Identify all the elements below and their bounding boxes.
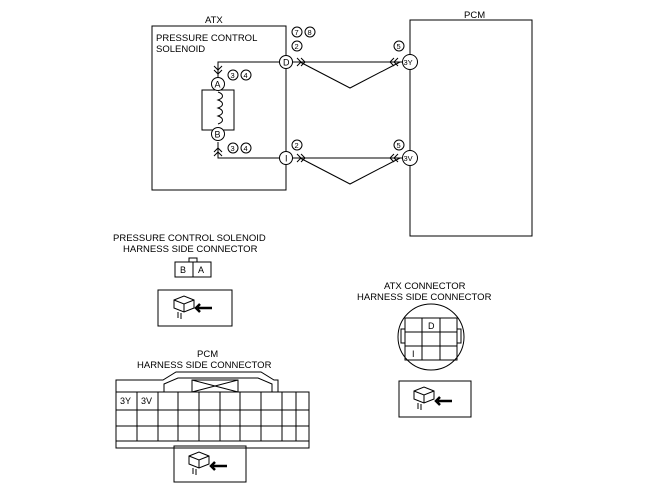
atx-pin-d: D bbox=[428, 321, 435, 331]
atx-unit: ATX PRESSURE CONTROL SOLENOID 7 8 2 2 D … bbox=[151, 15, 316, 191]
terminal-3y: 3Y bbox=[402, 54, 418, 70]
svg-text:4: 4 bbox=[244, 71, 248, 80]
solenoid-harness-connector: PRESSURE CONTROL SOLENOID HARNESS SIDE C… bbox=[113, 233, 266, 327]
pcm-unit: PCM 3Y 3V 5 5 bbox=[393, 10, 533, 237]
svg-text:8: 8 bbox=[308, 28, 312, 37]
step-ref-coil-b-4: 4 bbox=[240, 142, 252, 154]
svg-text:B: B bbox=[215, 130, 221, 140]
svg-text:3: 3 bbox=[231, 71, 235, 80]
svg-text:5: 5 bbox=[397, 141, 401, 150]
atx-pin-i: I bbox=[412, 349, 415, 359]
svg-text:I: I bbox=[285, 154, 288, 164]
svg-text:A: A bbox=[215, 80, 221, 90]
probe-view-icon bbox=[173, 445, 247, 483]
step-ref-7: 7 bbox=[291, 26, 303, 38]
pcm-harness-connector: PCM HARNESS SIDE CONNECTOR 3Y 3V bbox=[115, 349, 310, 483]
step-ref-3y: 5 bbox=[393, 40, 405, 52]
step-ref-8: 8 bbox=[304, 26, 316, 38]
svg-text:3: 3 bbox=[231, 144, 235, 153]
terminal-d: D bbox=[279, 55, 293, 69]
atx-connector-title-line2: HARNESS SIDE CONNECTOR bbox=[357, 292, 492, 303]
solenoid-connector-title-line2: HARNESS SIDE CONNECTOR bbox=[123, 244, 258, 255]
coil-terminal-b: B bbox=[211, 127, 225, 141]
step-ref-coil-a-3: 3 bbox=[227, 69, 239, 81]
step-ref-i: 2 bbox=[291, 139, 303, 151]
svg-text:3V: 3V bbox=[404, 154, 413, 163]
step-ref-coil-b-3: 3 bbox=[227, 142, 239, 154]
atx-connector-title-line1: ATX CONNECTOR bbox=[384, 281, 466, 292]
svg-text:D: D bbox=[283, 58, 290, 68]
solenoid-pin-b: B bbox=[180, 265, 186, 275]
pcm-label: PCM bbox=[464, 10, 485, 21]
solenoid-label-line1: PRESSURE CONTROL bbox=[156, 33, 257, 44]
pcm-pin-3v: 3V bbox=[141, 396, 152, 406]
terminal-i: I bbox=[279, 151, 293, 165]
probe-view-icon bbox=[398, 380, 472, 418]
solenoid-connector-title-line1: PRESSURE CONTROL SOLENOID bbox=[113, 233, 266, 244]
pcm-connector-title-line1: PCM bbox=[197, 349, 218, 360]
atx-connector-face-outline bbox=[397, 303, 465, 371]
solenoid-pin-a: A bbox=[198, 265, 204, 275]
atx-harness-connector: ATX CONNECTOR HARNESS SIDE CONNECTOR D I bbox=[357, 281, 492, 418]
solenoid-label-line2: SOLENOID bbox=[156, 44, 205, 55]
pcm-pin-3y: 3Y bbox=[120, 396, 131, 406]
pcm-box-outline bbox=[409, 19, 533, 237]
svg-text:2: 2 bbox=[295, 141, 299, 150]
pcm-connector-grid bbox=[136, 392, 297, 441]
probe-view-icon bbox=[157, 289, 233, 327]
step-ref-coil-a-4: 4 bbox=[240, 69, 252, 81]
step-ref-d: 2 bbox=[291, 40, 303, 52]
svg-text:3Y: 3Y bbox=[404, 58, 413, 67]
svg-text:5: 5 bbox=[397, 42, 401, 51]
coil-terminal-a: A bbox=[211, 77, 225, 91]
atx-box-outline bbox=[151, 25, 287, 191]
step-ref-3v: 5 bbox=[393, 139, 405, 151]
svg-text:7: 7 bbox=[295, 28, 299, 37]
pcm-connector-title-line2: HARNESS SIDE CONNECTOR bbox=[137, 360, 272, 371]
svg-text:2: 2 bbox=[295, 42, 299, 51]
atx-label: ATX bbox=[205, 15, 223, 26]
svg-text:4: 4 bbox=[244, 144, 248, 153]
terminal-3v: 3V bbox=[402, 150, 418, 166]
solenoid-circuit: A B 3 4 3 bbox=[201, 61, 280, 159]
pcm-connector-face bbox=[115, 391, 310, 442]
harness-wire-d-3y bbox=[292, 57, 403, 89]
harness-wire-i-3v bbox=[292, 153, 403, 185]
